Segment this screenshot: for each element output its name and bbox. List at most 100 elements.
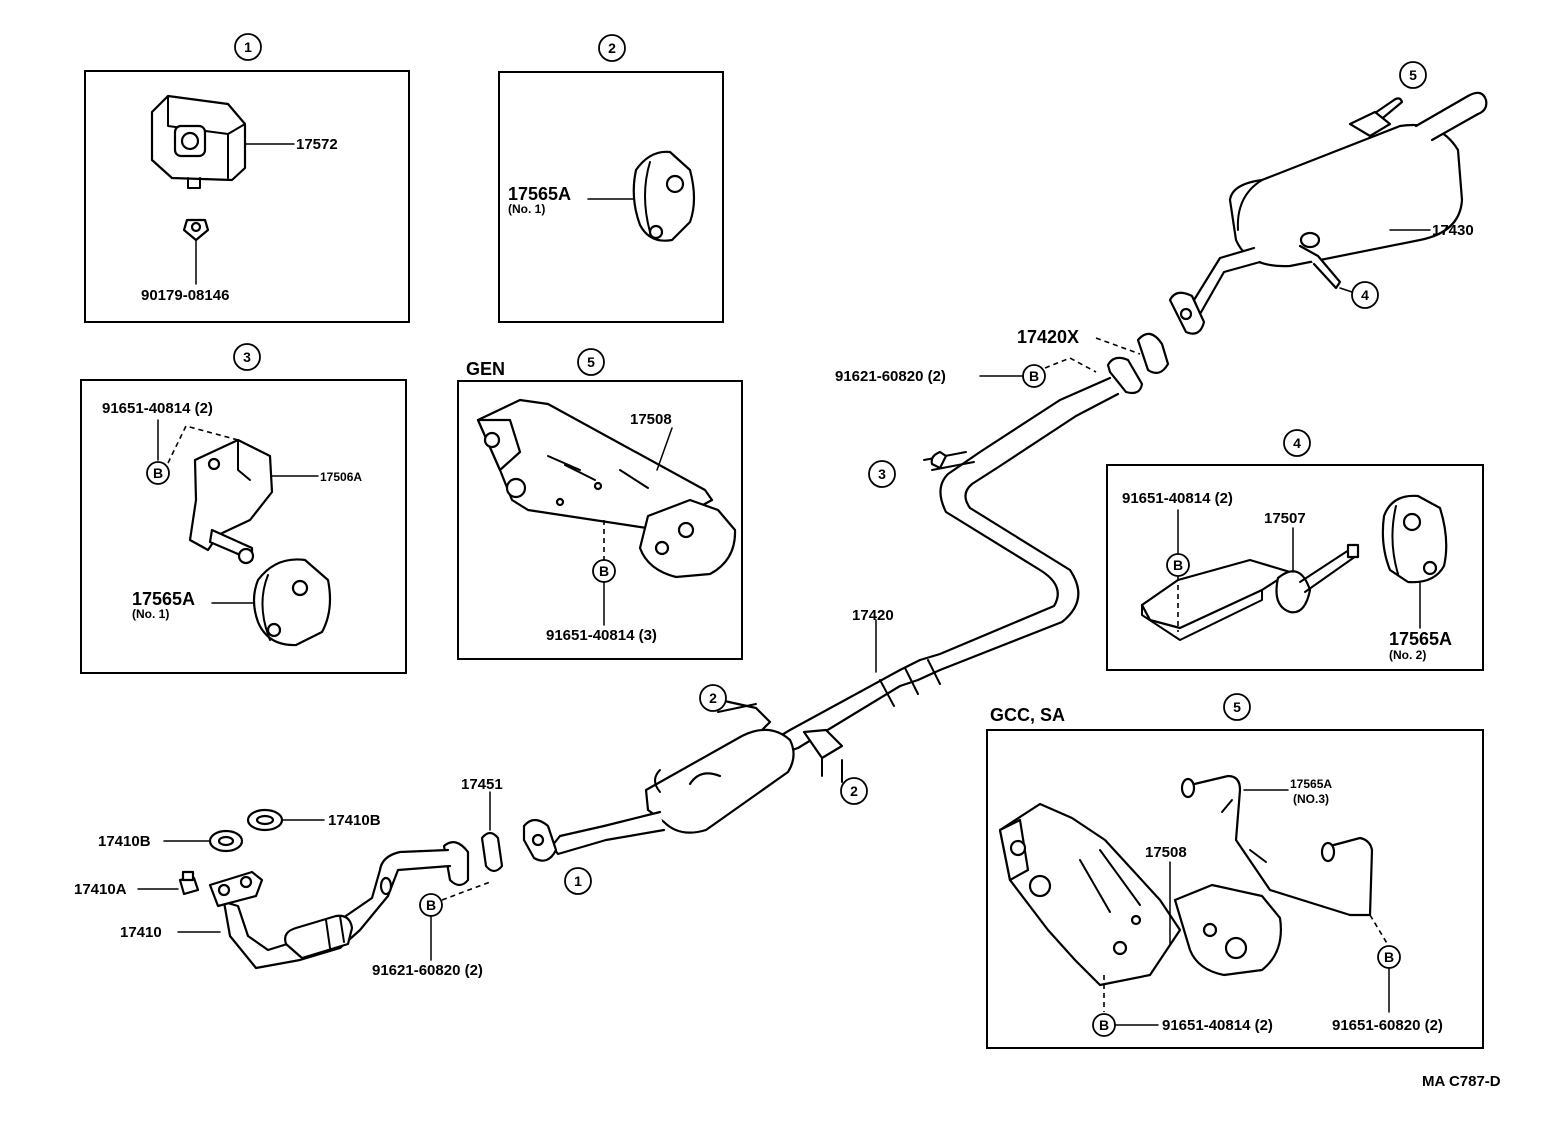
part-17430-label: 17430 xyxy=(1432,222,1474,239)
variant-gcc-label: GCC, SA xyxy=(990,705,1065,725)
nut-90179 xyxy=(182,218,210,242)
part-17565a-box3-note: (No. 1) xyxy=(132,607,169,621)
callout-4-main-circle xyxy=(1351,281,1379,309)
bolt-91621-upper-label: 91621-60820 (2) xyxy=(835,368,946,385)
callout-2-main-lower-label: 2 xyxy=(850,783,858,799)
hanger-17565a-no1 xyxy=(632,150,696,242)
box-5-gcc-frame xyxy=(986,729,1484,1049)
callout-2-label: 2 xyxy=(608,40,616,56)
box-5-gen: GEN 5 17508 B 91651-40814 (3) xyxy=(457,348,743,660)
part-17410b-upper-label: 17410B xyxy=(328,812,381,829)
hanger-17565a-no2 xyxy=(1381,494,1448,584)
box-2-frame xyxy=(498,71,724,323)
tail-muffler-17430 xyxy=(1192,91,1488,316)
callout-5-main-label: 5 xyxy=(1409,67,1417,83)
bracket-17508-gcc xyxy=(998,802,1282,987)
part-17565a-no3-label: 17565A xyxy=(1290,777,1332,791)
callout-1-main-circle xyxy=(564,867,592,895)
bolt-91651-3-label: 91651-40814 (3) xyxy=(546,627,657,644)
hanger-rod-17565a-no3 xyxy=(1180,774,1374,917)
callout-5-gen-circle xyxy=(577,348,605,376)
bolt-91651-box4-label: 91651-40814 (2) xyxy=(1122,490,1233,507)
part-17565a-box3-label: 17565A xyxy=(132,589,195,609)
bolt-91651-2-label: 91651-40814 (2) xyxy=(102,400,213,417)
gasket-17410b-upper xyxy=(246,808,284,832)
part-17506a-label: 17506A xyxy=(320,470,362,484)
callout-4-circle xyxy=(1283,429,1311,457)
box-2: 2 17565A (No. 1) xyxy=(498,34,724,323)
part-17420x-label: 17420X xyxy=(1017,327,1079,347)
part-17508-gen-label: 17508 xyxy=(630,411,672,428)
fastener-b-box3-label: B xyxy=(153,465,163,481)
callout-4-label: 4 xyxy=(1293,435,1301,451)
callout-5-main-circle xyxy=(1399,61,1427,89)
box-3: 3 91651-40814 (2) B 17506A 17565A (No. 1… xyxy=(80,343,407,674)
bracket-17506a xyxy=(188,438,274,565)
callout-1-label: 1 xyxy=(244,39,252,55)
box-4-frame xyxy=(1106,464,1484,671)
part-17565a-no2-note: (No. 2) xyxy=(1389,648,1426,662)
fastener-b-gcc-right-label: B xyxy=(1384,949,1394,965)
variant-gen-label: GEN xyxy=(466,359,505,379)
callout-5-gcc-circle xyxy=(1223,693,1251,721)
bracket-17507 xyxy=(1140,543,1360,641)
bolt-91651-60820-gcc-label: 91651-60820 (2) xyxy=(1332,1017,1443,1034)
gasket-17410b-lower xyxy=(208,829,244,853)
flange-front xyxy=(522,818,558,862)
fastener-b-lower-label: B xyxy=(426,897,436,913)
front-pipe-17410 xyxy=(208,841,470,970)
box-1-frame xyxy=(84,70,410,323)
part-17410a-label: 17410A xyxy=(74,881,127,898)
bolt-91651-gcc-label: 91651-40814 (2) xyxy=(1162,1017,1273,1034)
box-3-frame xyxy=(80,379,407,674)
nut-17410a xyxy=(178,870,200,896)
fastener-b-gen-label: B xyxy=(599,563,609,579)
mount-cushion-17572 xyxy=(150,94,247,189)
box-5-gcc: GCC, SA 5 17565A (NO.3) 17508 B xyxy=(986,693,1484,1049)
part-17565a-no2-label: 17565A xyxy=(1389,629,1452,649)
callout-3-label: 3 xyxy=(243,349,251,365)
front-muffler xyxy=(550,698,844,856)
fastener-b-box4-label: B xyxy=(1173,557,1183,573)
main-assembly: 17430 5 4 17420X 3 17420 91621-60820 (2) xyxy=(74,61,1488,979)
part-17507-label: 17507 xyxy=(1264,510,1306,527)
callout-1-circle xyxy=(234,33,262,61)
bracket-17508-gen xyxy=(476,398,737,579)
part-17410b-lower-label: 17410B xyxy=(98,833,151,850)
part-17410-label: 17410 xyxy=(120,924,162,941)
callout-2-main-upper-circle xyxy=(699,684,727,712)
callout-3-main-circle xyxy=(868,460,896,488)
part-17565a-label: 17565A xyxy=(508,184,571,204)
callout-2-main-lower-circle xyxy=(840,777,868,805)
box-1: 1 17572 90179-08146 xyxy=(84,33,410,323)
part-17451-label: 17451 xyxy=(461,776,503,793)
part-17508-gcc-label: 17508 xyxy=(1145,844,1187,861)
callout-2-circle xyxy=(598,34,626,62)
callout-5-gen-label: 5 xyxy=(587,354,595,370)
part-90179-label: 90179-08146 xyxy=(141,287,229,304)
part-17565a-note: (No. 1) xyxy=(508,202,545,216)
callout-1-main-label: 1 xyxy=(574,873,582,889)
box-5-gen-frame xyxy=(457,380,743,660)
part-17420-label: 17420 xyxy=(852,607,894,624)
fastener-b-gcc-left-label: B xyxy=(1099,1017,1109,1033)
part-17572-label: 17572 xyxy=(296,136,338,153)
callout-4-main-label: 4 xyxy=(1361,287,1369,303)
hanger-17565a-box3 xyxy=(252,558,332,647)
callout-3-circle xyxy=(233,343,261,371)
center-pipe-17420 xyxy=(768,356,1144,758)
callout-2-main-upper-label: 2 xyxy=(709,690,717,706)
flange-tail xyxy=(1168,291,1206,335)
part-17565a-no3-note: (NO.3) xyxy=(1293,792,1329,806)
reference-code: MA C787-D xyxy=(1422,1073,1501,1090)
gasket-17420x xyxy=(1136,332,1170,375)
box-4: 4 91651-40814 (2) B 17507 17565A (No. 2) xyxy=(1106,429,1484,671)
fastener-b-upper xyxy=(1022,364,1046,388)
gasket-17451 xyxy=(480,831,504,873)
callout-3-main-label: 3 xyxy=(878,466,886,482)
bolt-91621-lower-label: 91621-60820 (2) xyxy=(372,962,483,979)
fastener-b-box3 xyxy=(146,461,170,485)
callout-5-gcc-label: 5 xyxy=(1233,699,1241,715)
fastener-b-upper-label: B xyxy=(1029,368,1039,384)
